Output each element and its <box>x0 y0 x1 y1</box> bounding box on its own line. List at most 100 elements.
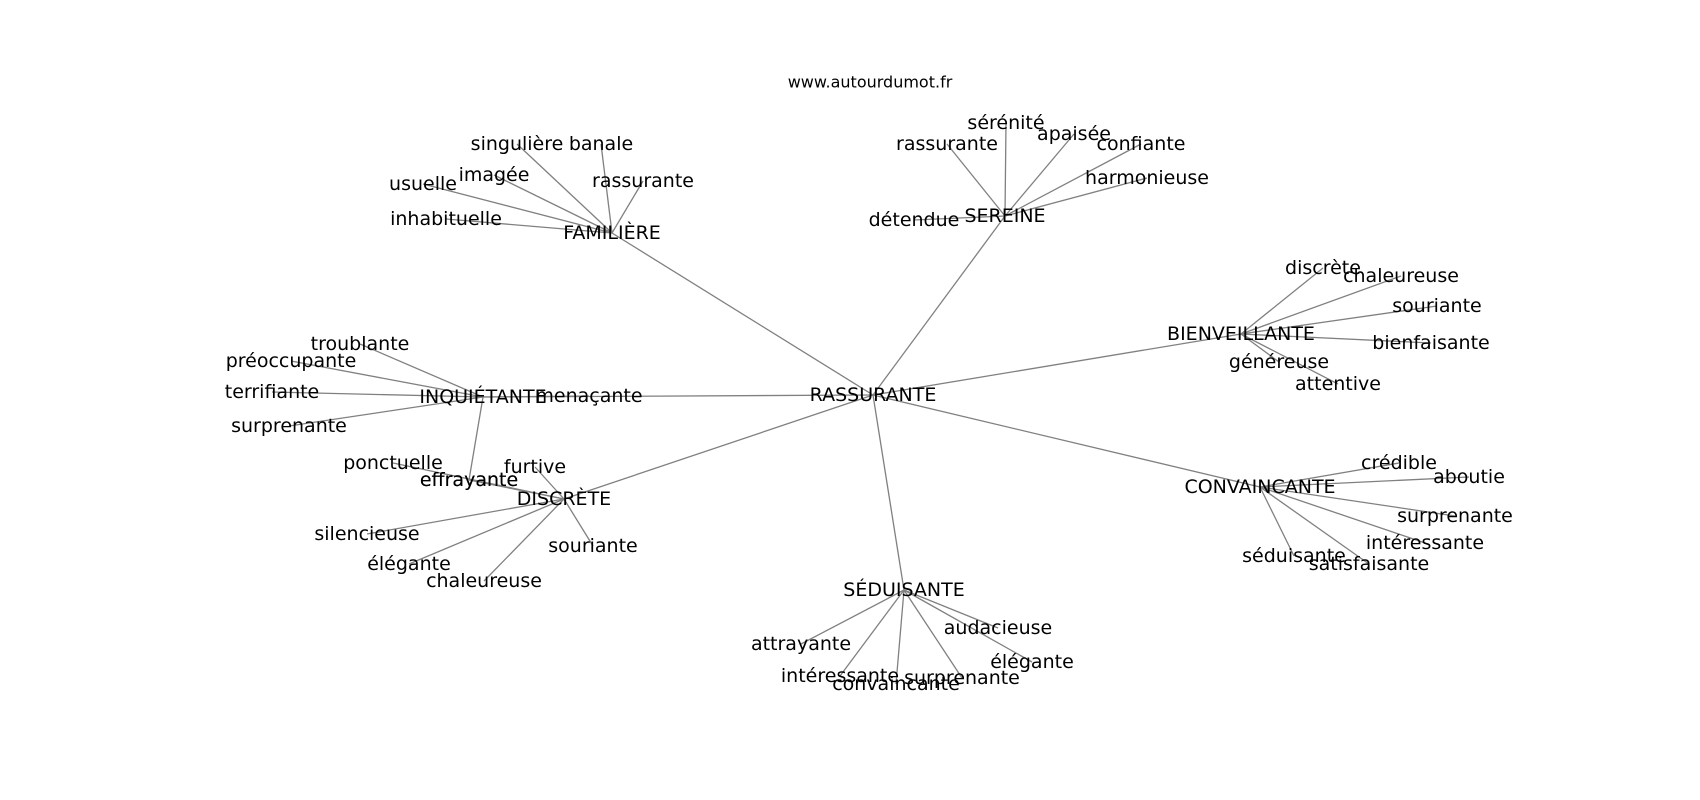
hub-node-convaincante: CONVAINCANTE <box>1184 476 1335 498</box>
hub-node-seduisante: SÉDUISANTE <box>843 578 964 601</box>
leaf-node: détendue <box>869 209 960 231</box>
leaf-node: terrifiante <box>225 381 320 403</box>
edge-discrete-leaf <box>563 498 594 547</box>
leaf-node: chaleureuse <box>426 570 542 592</box>
leaf-node: effrayante <box>420 469 518 491</box>
leaf-node: élégante <box>990 651 1074 673</box>
edge-bienveillante-leaf <box>1240 275 1402 335</box>
hub-node-sereine: SEREINE <box>964 205 1045 227</box>
edge-seduisante-leaf <box>839 589 905 677</box>
edge-inquietante-leaf <box>482 395 590 398</box>
leaf-node: bienfaisante <box>1372 332 1489 354</box>
leaf-node: souriante <box>1392 295 1481 317</box>
hub-node-bienveillante: BIENVEILLANTE <box>1167 323 1315 345</box>
graph-edges <box>271 122 1470 685</box>
edge-familiere-leaf <box>493 174 613 234</box>
leaf-node: inhabituelle <box>390 208 502 230</box>
edge-seduisante-leaf <box>903 589 999 629</box>
edge-sereine-leaf <box>946 143 1006 217</box>
leaf-node: intéressante <box>1366 532 1484 554</box>
edge-convaincante-leaf <box>1259 462 1400 488</box>
leaf-node: furtive <box>504 456 566 478</box>
edge-center-discrete <box>563 394 874 500</box>
edge-bienveillante-leaf <box>1240 333 1339 385</box>
edge-convaincante-leaf <box>1259 486 1456 517</box>
leaf-node: harmonieuse <box>1085 167 1209 189</box>
edge-seduisante-leaf <box>895 589 905 685</box>
edge-discrete-leaf <box>483 498 565 582</box>
leaf-node: attentive <box>1295 373 1381 395</box>
edge-inquietante-leaf <box>271 391 484 398</box>
edge-familiere-leaf <box>611 180 644 234</box>
leaf-node: aboutie <box>1433 466 1505 488</box>
edge-center-familiere <box>611 232 874 396</box>
hub-node-discrete: DISCRÈTE <box>517 487 611 510</box>
edge-convaincante-leaf <box>1259 486 1295 557</box>
edge-convaincante-leaf <box>1259 476 1470 488</box>
edge-discrete-leaf <box>534 466 565 500</box>
leaf-node: imagée <box>459 164 530 186</box>
leaf-node: singulière <box>471 133 564 155</box>
edge-familiere-leaf <box>445 218 613 234</box>
edge-center-bienveillante <box>872 333 1242 396</box>
leaf-node: attrayante <box>751 633 851 655</box>
edge-center-convaincante <box>872 394 1261 488</box>
leaf-node: préoccupante <box>226 350 357 372</box>
edge-discrete-leaf <box>366 498 565 535</box>
edge-seduisante-leaf <box>903 589 963 679</box>
edge-seduisante-leaf <box>800 589 905 645</box>
edge-convaincante-leaf <box>1259 486 1426 544</box>
leaf-node: convaincante <box>832 673 960 695</box>
leaf-node: surprenante <box>1397 505 1513 527</box>
edge-sereine-leaf <box>913 215 1006 221</box>
hub-node-familiere: FAMILIÈRE <box>563 221 661 244</box>
site-label: www.autourdumot.fr <box>788 73 953 92</box>
leaf-node: surprenante <box>231 415 347 437</box>
leaf-node: souriante <box>548 535 637 557</box>
edge-inquietante-leaf <box>288 396 484 427</box>
center-node: RASSURANTE <box>810 384 937 406</box>
hub-node-inquietante: INQUIÉTANTE <box>419 385 546 408</box>
leaf-node: effrayante <box>420 469 518 491</box>
leaf-node: séduisante <box>1242 545 1346 567</box>
leaf-node: discrète <box>1285 257 1361 279</box>
leaf-node: satisfaisante <box>1309 553 1430 575</box>
edge-center-sereine <box>872 215 1006 396</box>
edge-bienveillante-leaf <box>1240 333 1280 363</box>
leaf-node: silencieuse <box>314 523 419 545</box>
edge-sereine-leaf <box>1004 122 1007 217</box>
leaf-node: audacieuse <box>944 617 1052 639</box>
leaf-node: crédible <box>1361 452 1437 474</box>
edge-inquietante-leaf <box>468 396 484 481</box>
leaf-node: généreuse <box>1229 351 1329 373</box>
edge-inquietante-leaf <box>290 360 484 398</box>
edge-familiere-leaf <box>516 143 613 234</box>
edge-discrete-leaf <box>408 498 565 565</box>
edge-bienveillante-leaf <box>1240 305 1438 335</box>
leaf-node: élégante <box>367 553 451 575</box>
leaf-node: surprenante <box>904 667 1020 689</box>
leaf-node: menaçante <box>535 385 642 407</box>
leaf-node: confiante <box>1097 133 1186 155</box>
edge-convaincante-leaf <box>1259 486 1370 565</box>
leaf-node: apaisée <box>1037 123 1111 145</box>
edge-discrete-leaf <box>468 479 565 500</box>
edge-familiere-leaf <box>600 143 613 234</box>
leaf-node: usuelle <box>389 173 457 195</box>
edge-bienveillante-leaf <box>1240 267 1324 335</box>
leaf-node: rassurante <box>592 170 694 192</box>
leaf-node: rassurante <box>896 133 998 155</box>
edge-center-seduisante <box>872 394 905 591</box>
edge-sereine-leaf <box>1004 177 1148 217</box>
leaf-node: troublante <box>311 333 410 355</box>
edge-bienveillante-leaf <box>1240 333 1432 344</box>
leaf-node: ponctuelle <box>343 452 443 474</box>
leaf-node: intéressante <box>781 665 899 687</box>
edge-seduisante-leaf <box>903 589 1033 663</box>
edge-inquietante-leaf <box>359 343 484 398</box>
edge-sereine-leaf <box>1004 143 1142 217</box>
leaf-node: sérénité <box>967 112 1044 134</box>
edge-familiere-leaf <box>422 183 613 234</box>
